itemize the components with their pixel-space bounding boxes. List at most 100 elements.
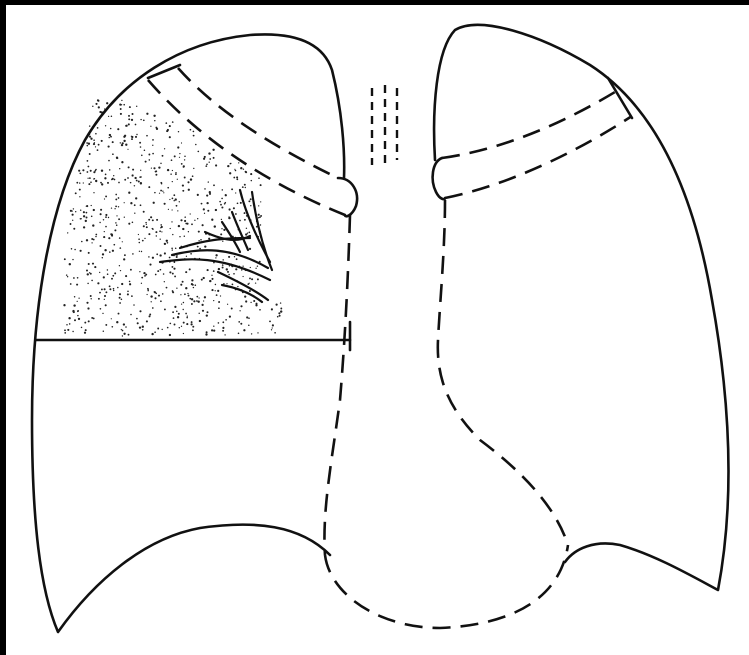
stipple-dot [193, 287, 194, 288]
stipple-dot [86, 205, 88, 207]
right-clavicle-medial-knob [338, 178, 357, 216]
stipple-dot [226, 268, 228, 270]
stipple-dot [88, 263, 90, 265]
stipple-dot [91, 280, 93, 282]
stipple-dot [156, 293, 157, 294]
stipple-dot [146, 226, 148, 228]
stipple-dot [137, 322, 139, 324]
stipple-dot [248, 324, 250, 326]
stipple-dot [67, 232, 68, 233]
stipple-dot [184, 293, 186, 295]
stipple-dot [154, 192, 156, 194]
stipple-dot [80, 218, 82, 220]
stipple-dot [206, 314, 208, 316]
stipple-dot [271, 329, 272, 330]
stipple-dot [125, 275, 127, 277]
stipple-dot [76, 182, 78, 184]
stipple-dot [169, 136, 171, 138]
stipple-dot [253, 300, 255, 302]
stipple-dot [140, 170, 141, 171]
stipple-dot [211, 278, 213, 280]
stipple-dot [148, 233, 150, 235]
stipple-dot [238, 333, 240, 335]
stipple-dot [121, 104, 122, 105]
stipple-dot [225, 194, 227, 196]
stipple-dot [148, 315, 150, 317]
stipple-dot [202, 224, 204, 226]
stipple-dot [162, 191, 163, 192]
stipple-dot [81, 241, 83, 243]
stipple-dot [235, 170, 237, 172]
stipple-dot [117, 158, 118, 159]
stipple-dot [135, 124, 137, 126]
stipple-dot [90, 181, 92, 183]
stipple-dot [123, 323, 125, 325]
stipple-dot [258, 205, 259, 206]
stipple-dot [190, 253, 192, 255]
stipple-dot [103, 219, 104, 220]
stipple-dot [235, 192, 236, 193]
stipple-dot [184, 159, 185, 160]
stipple-dot [200, 239, 202, 241]
stipple-dot [167, 242, 169, 244]
stipple-dot [131, 113, 133, 115]
stipple-dot [228, 256, 230, 258]
stipple-dot [146, 294, 147, 295]
stipple-dot [99, 272, 100, 273]
stipple-dot [128, 192, 130, 194]
stipple-dot [121, 161, 123, 163]
stipple-dot [94, 178, 95, 179]
stipple-dot [222, 267, 224, 269]
stipple-dot [124, 202, 125, 203]
stipple-dot [185, 313, 187, 315]
stipple-dot [115, 206, 117, 208]
stipple-dot [123, 258, 125, 260]
stipple-dot [141, 277, 143, 279]
stipple-dot [237, 202, 239, 204]
stipple-dot [120, 108, 122, 110]
stipple-dot [166, 287, 168, 289]
stipple-dot [154, 291, 156, 293]
stipple-dot [92, 224, 94, 226]
stipple-dot [120, 270, 121, 271]
stipple-dot [232, 284, 234, 286]
stipple-dot [211, 275, 212, 276]
stipple-dot [179, 153, 180, 154]
stipple-dot [207, 311, 209, 313]
stipple-dot [245, 233, 247, 235]
stipple-dot [158, 166, 160, 168]
stipple-dot [90, 298, 91, 299]
stipple-dot [276, 304, 278, 306]
stipple-dot [105, 216, 107, 218]
stipple-dot [100, 182, 102, 184]
stipple-dot [118, 313, 120, 315]
stipple-dot [152, 139, 154, 141]
stipple-dot [103, 330, 104, 331]
stipple-dot [173, 194, 175, 196]
stipple-dot [171, 247, 173, 249]
stipple-dot [255, 268, 256, 269]
right-lung-outline [32, 34, 344, 632]
stipple-dot [119, 302, 121, 304]
stipple-dot [259, 309, 261, 311]
stipple-dot [219, 201, 221, 203]
stipple-dot [66, 274, 68, 276]
stipple-dot [181, 326, 182, 327]
stipple-dot [149, 314, 151, 316]
stipple-dot [250, 205, 251, 206]
stipple-dot [218, 322, 220, 324]
stipple-dot [81, 327, 83, 329]
stipple-dot [176, 205, 178, 207]
stipple-dot [86, 239, 88, 241]
stipple-dot [211, 329, 213, 331]
stipple-dot [171, 221, 172, 222]
stipple-dot [204, 245, 206, 247]
stipple-dot [80, 209, 81, 210]
stipple-dot [128, 115, 130, 117]
stipple-dot [112, 178, 114, 180]
stipple-dot [188, 189, 190, 191]
stipple-dot [69, 263, 71, 265]
stipple-dot [209, 280, 211, 282]
stipple-dot [181, 163, 183, 165]
stipple-dot [142, 329, 144, 331]
